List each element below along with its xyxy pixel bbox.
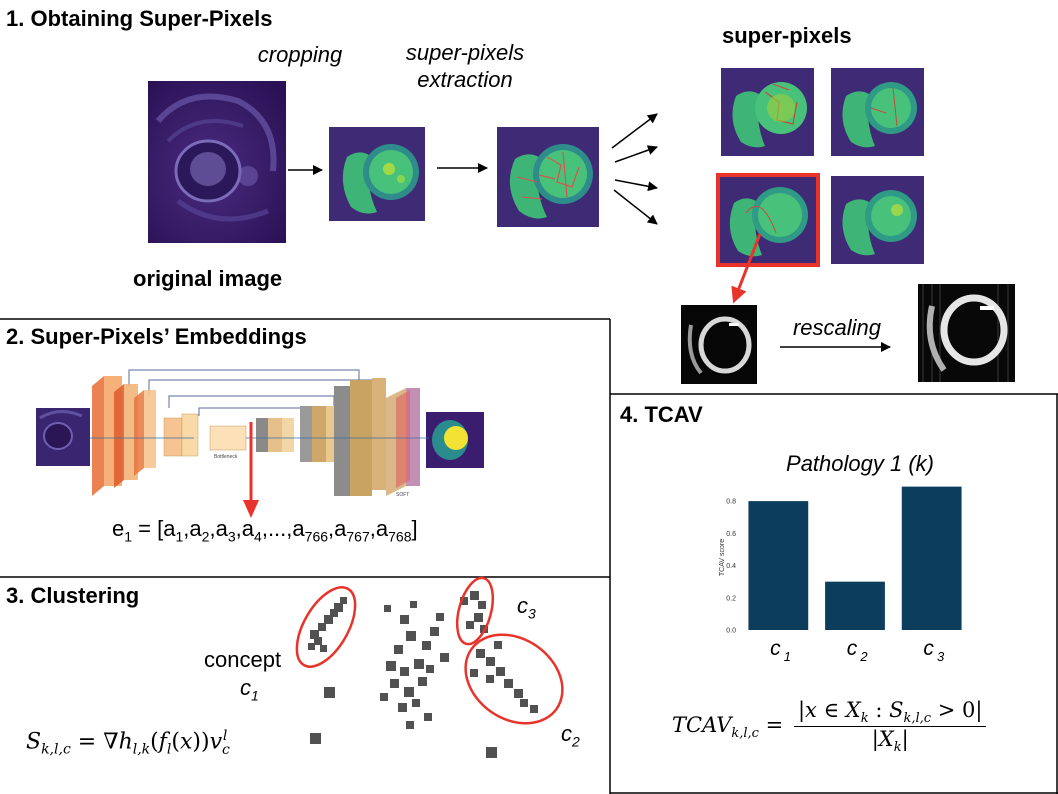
- superpixels-label: super-pixels: [722, 23, 852, 48]
- embedding-term: a: [189, 516, 202, 541]
- c1-base: c: [240, 675, 251, 700]
- equals-sign: = [: [138, 516, 164, 541]
- embedding-comma: ,: [328, 516, 335, 541]
- section-1-arrows: [288, 113, 891, 352]
- svg-text:Bottleneck: Bottleneck: [214, 454, 238, 460]
- rescaling-label: rescaling: [792, 315, 882, 340]
- c3-base: c: [517, 593, 528, 618]
- embedding-term: ...: [267, 516, 287, 541]
- x-tick-label: c: [923, 637, 934, 660]
- embedding-term: a: [241, 516, 255, 541]
- c1-sub: 1: [251, 687, 259, 704]
- concept-label: concept: [204, 647, 282, 672]
- c1-label: c1: [240, 675, 259, 703]
- section-4-title: 4. TCAV: [620, 402, 703, 427]
- superpixel-extraction-image: [497, 127, 599, 227]
- cluster-scatter-plot: [295, 576, 564, 758]
- cropped-superpixel-small: [681, 305, 757, 384]
- embedding-term-sub: 1: [175, 528, 184, 545]
- section-3-title: 3. Clustering: [6, 583, 140, 608]
- embedding-comma: ,: [183, 516, 190, 541]
- embedding-term-sub: 766: [304, 528, 329, 545]
- section-1-title: 1. Obtaining Super-Pixels: [6, 6, 273, 31]
- c2-sub: 2: [572, 733, 580, 750]
- embedding-term-sub: 768: [388, 528, 412, 545]
- x-tick-label-sub: 1: [784, 649, 791, 664]
- superpixel-thumb-2: [831, 68, 924, 156]
- y-tick-label: 0.6: [726, 531, 736, 538]
- cropped-image: [329, 127, 425, 221]
- svg-text:SOFT: SOFT: [396, 492, 409, 498]
- extraction-label-line2: extraction: [417, 67, 513, 92]
- embedding-comma: ,: [261, 516, 268, 541]
- embedding-comma: ,: [235, 516, 242, 541]
- x-tick-label: c: [847, 637, 858, 660]
- y-tick-label: 0.8: [726, 499, 736, 506]
- bar-c1: [748, 501, 809, 630]
- original-image-label: original image: [133, 266, 283, 291]
- embedding-term-sub: 767: [346, 528, 370, 545]
- sensitivity-formula: Sk,l,c = ∇hl,k(fl(x))vcl: [26, 728, 230, 758]
- embedding-comma: ,: [286, 516, 293, 541]
- embedding-lhs-sub: 1: [124, 528, 133, 545]
- embedding-equation: e1 = [a1,a2,a3,a4,...,a766,a767,a768]: [112, 516, 418, 544]
- unet-architecture-diagram: Bottleneck SOFT: [36, 369, 484, 498]
- y-axis-label: TCAV score: [719, 539, 726, 576]
- superpixel-thumb-selected: [716, 173, 820, 267]
- embedding-vector: a1,a2,a3,a4,...,a766,a767,a768: [163, 516, 412, 545]
- y-tick-label: 0.4: [726, 563, 736, 570]
- superpixel-thumb-4: [831, 176, 924, 264]
- embedding-term: a: [292, 516, 305, 541]
- embedding-lhs: e: [112, 516, 125, 541]
- c3-sub: 3: [528, 605, 536, 622]
- c3-label: c3: [517, 593, 536, 621]
- cropping-label: cropping: [257, 42, 343, 67]
- superpixel-thumb-1: [721, 68, 814, 156]
- y-tick-label: 0.0: [726, 628, 736, 635]
- chart-title: Pathology 1 (k): [786, 451, 934, 476]
- embedding-term: a: [163, 516, 176, 541]
- x-tick-label-sub: 2: [859, 649, 868, 664]
- rescaled-superpixel: [918, 284, 1015, 382]
- y-tick-label: 0.2: [726, 595, 736, 602]
- bar-c2: [825, 581, 885, 630]
- embedding-term-sub: 2: [201, 528, 210, 545]
- embedding-comma: ,: [209, 516, 216, 541]
- tcav-formula: TCAVk,l,c = |x ∈ Xk : Sk,l,c > 0||Xk|: [672, 698, 987, 755]
- embedding-term: a: [375, 516, 389, 541]
- embedding-term-sub: 4: [254, 528, 262, 545]
- closing-bracket: ]: [411, 516, 418, 541]
- bar-c3: [901, 486, 962, 630]
- embedding-term: a: [334, 516, 347, 541]
- x-tick-label-sub: 3: [937, 649, 945, 664]
- c2-base: c: [561, 721, 572, 746]
- extraction-label-line1: super-pixels: [405, 40, 525, 65]
- x-tick-label: c: [770, 637, 781, 660]
- section-2-title: 2. Super-Pixels’ Embeddings: [6, 324, 307, 349]
- c2-label: c2: [561, 721, 580, 749]
- embedding-comma: ,: [369, 516, 376, 541]
- embedding-arrow: [243, 422, 259, 518]
- embedding-term: a: [215, 516, 228, 541]
- original-mri-image: [148, 81, 286, 243]
- embedding-term-sub: 3: [227, 528, 236, 545]
